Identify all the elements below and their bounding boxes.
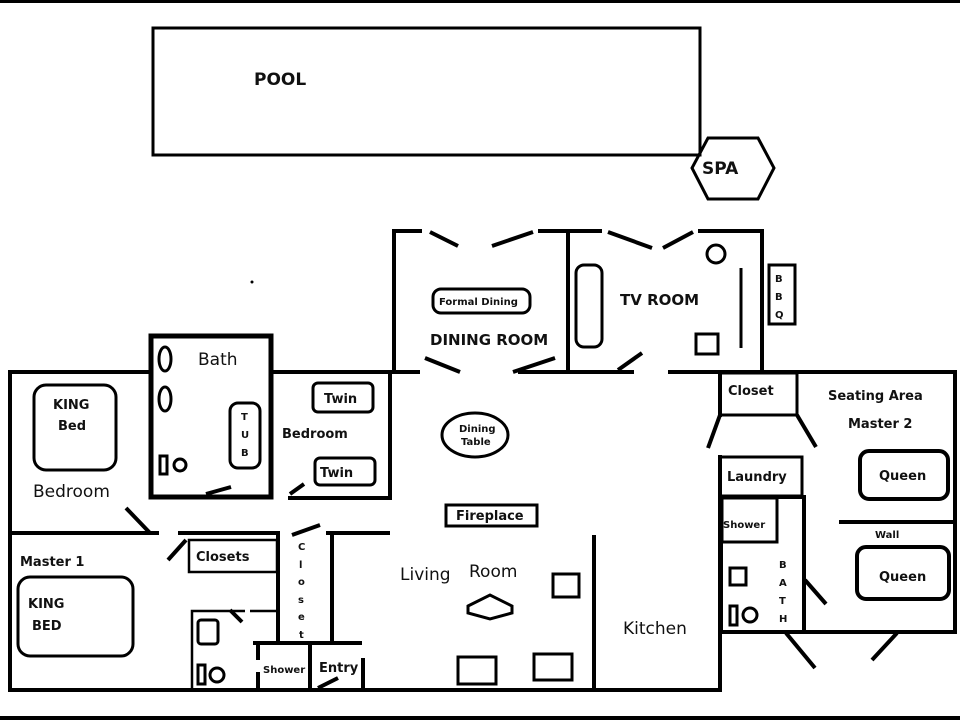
- king-bed-2-label: KING: [28, 597, 64, 612]
- laundry-label: Laundry: [727, 470, 787, 485]
- tub-letter: U: [241, 430, 249, 441]
- living-room-label: Living: [400, 565, 451, 585]
- toilet-tank: [158, 454, 169, 476]
- living-room: Dining Table Fireplace Living Room Kitch…: [400, 411, 687, 692]
- seating-area-label: Seating Area: [828, 389, 923, 404]
- bbq-letter: B: [775, 292, 783, 303]
- pool-label: POOL: [254, 70, 306, 90]
- dining-table-label: Table: [461, 437, 491, 448]
- closet-letter: o: [298, 577, 305, 588]
- chair: [551, 572, 581, 599]
- dining-table-label: Dining: [459, 424, 496, 435]
- closet-letter: l: [299, 560, 302, 571]
- closet-letter: t: [299, 630, 304, 641]
- shower-2-label: Shower: [723, 520, 765, 531]
- top-border: [0, 0, 960, 3]
- fireplace: [444, 503, 539, 528]
- tub-letter: T: [241, 412, 248, 423]
- chair: [456, 655, 498, 686]
- queen-bed-2: [855, 545, 951, 601]
- fireplace-label: Fireplace: [456, 509, 524, 524]
- king-bed-1: [32, 383, 118, 472]
- sink: [157, 385, 173, 413]
- bath-letter: H: [779, 614, 787, 625]
- queen-bed-1: [858, 449, 950, 501]
- formal-dining-table: [431, 287, 532, 315]
- dot: [250, 280, 254, 284]
- formal-dining-label: Formal Dining: [439, 297, 518, 308]
- master-2: Closet Seating Area Master 2 Queen Wall …: [706, 370, 957, 692]
- shower-2: [720, 496, 779, 544]
- queen-1-label: Queen: [879, 469, 926, 484]
- round-table: [705, 243, 727, 265]
- dining-table: [440, 411, 510, 459]
- bath-letter: A: [779, 578, 787, 589]
- bbq-letter: Q: [775, 310, 784, 321]
- bedroom-2: Twin Twin Bedroom: [270, 370, 392, 500]
- king-bed-2-label: BED: [32, 619, 62, 634]
- sink-master-2: [728, 566, 748, 587]
- closet-letter: e: [298, 612, 305, 623]
- twin-bed-2: [313, 456, 377, 487]
- bath-letter: T: [779, 596, 786, 607]
- living-room-label: Room: [469, 562, 517, 582]
- spa-label: SPA: [702, 159, 739, 179]
- coffee-table: [466, 593, 514, 621]
- bbq: [767, 263, 797, 326]
- shower-1-label: Shower: [263, 665, 305, 676]
- sofa: [574, 263, 604, 349]
- tv-room-label: TV ROOM: [620, 291, 699, 309]
- toilet-tank: [196, 663, 207, 686]
- spa: [690, 136, 776, 201]
- kitchen-label: Kitchen: [623, 619, 687, 639]
- twin-2-label: Twin: [320, 466, 353, 481]
- king-bed-2: [16, 575, 135, 658]
- entry-label: Entry: [319, 661, 359, 676]
- pool: [151, 26, 702, 157]
- closet-letter: s: [298, 595, 304, 606]
- bath-1: T U B Bath: [148, 333, 274, 500]
- master-1: Master 1 KING BED Closets C l o s e t Sh…: [8, 523, 722, 692]
- closets-label: Closets: [196, 550, 250, 565]
- twin-1-label: Twin: [324, 392, 357, 407]
- toilet-tank: [728, 604, 739, 627]
- sink: [157, 345, 173, 373]
- master-2-label: Master 2: [848, 417, 912, 432]
- king-bed-1-label: Bed: [58, 419, 86, 434]
- closet-letter: C: [298, 542, 305, 553]
- king-bed-1-label: KING: [53, 398, 89, 413]
- chair: [532, 652, 574, 682]
- closet-2-label: Closet: [728, 384, 774, 399]
- closet-2: [718, 371, 799, 417]
- bedroom-2-label: Bedroom: [282, 427, 348, 442]
- bath-label: Bath: [198, 350, 238, 370]
- bedroom-1-label: Bedroom: [33, 482, 110, 502]
- bottom-border: [0, 716, 960, 720]
- sink-master-1: [196, 618, 220, 646]
- toilet-bowl: [741, 606, 759, 624]
- closet-vertical-label: C l o s e t: [298, 542, 305, 641]
- master-1-label: Master 1: [20, 555, 84, 570]
- toilet-bowl: [172, 457, 188, 473]
- tub: [228, 401, 262, 470]
- dining-room-label: DINING ROOM: [430, 331, 548, 349]
- dining-room: Formal Dining DINING ROOM: [392, 229, 570, 374]
- bath-letter: B: [779, 560, 787, 571]
- bbq-letter: B: [775, 274, 783, 285]
- tub-letter: B: [241, 448, 249, 459]
- toilet-bowl: [208, 666, 226, 684]
- bath-2: [719, 495, 806, 634]
- queen-2-label: Queen: [879, 570, 926, 585]
- wall-label: Wall: [875, 530, 899, 541]
- side-table: [694, 332, 720, 356]
- twin-bed-1: [311, 381, 375, 414]
- tv-room: TV ROOM B B Q: [566, 229, 797, 374]
- bedroom-1: KING Bed Bedroom: [8, 370, 280, 692]
